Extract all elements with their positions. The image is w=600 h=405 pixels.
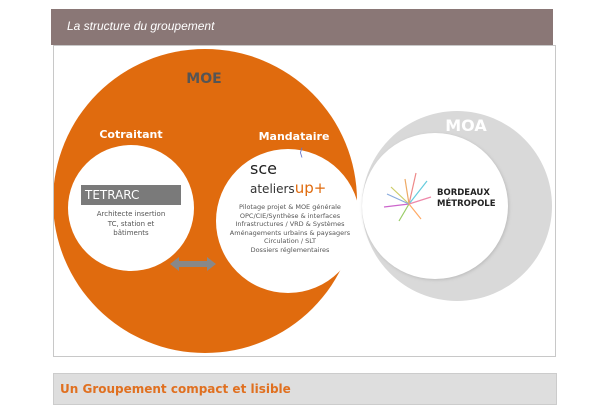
section-header: La structure du groupement [51, 9, 553, 45]
cotraitant-circle [68, 145, 194, 271]
moe-label: MOE [186, 71, 222, 87]
mandataire-label: Mandataire [258, 130, 330, 143]
role: bâtiments [113, 229, 149, 237]
client-name-line2: MÉTROPOLE [437, 199, 496, 209]
cotraitant-label: Cotraitant [99, 128, 163, 141]
client-name: BORDEAUX MÉTROPOLE [437, 188, 496, 210]
role: Architecte insertion [96, 210, 166, 218]
tetrarc-logo: TETRARC [81, 185, 181, 205]
client-circle [362, 133, 508, 279]
mandataire-roles: Pilotage projet & MOE générale OPC/CIE/S… [230, 203, 350, 254]
k-logo-icon: ⟨ [299, 146, 304, 159]
role: TC, station et [107, 219, 155, 228]
client-name-line1: BORDEAUX [437, 188, 490, 198]
sce-logo: sce [250, 159, 277, 178]
section-title: La structure du groupement [67, 19, 215, 33]
role: Pilotage projet & MOE générale [239, 203, 341, 211]
role: Aménagements urbains & paysagers [229, 228, 351, 237]
role: OPC/CIE/Synthèse & interfaces [239, 211, 341, 220]
logo-text-b: up+ [294, 179, 327, 197]
double-arrow-icon [170, 257, 216, 271]
footer-section: Un Groupement compact et lisible [53, 373, 557, 405]
role: Infrastructures / VRD & Systèmes [235, 220, 345, 228]
role: Circulation / SLT [264, 237, 316, 245]
role: Dossiers réglementaires [250, 245, 330, 254]
ateliersup-logo: ateliersup+ [250, 179, 326, 197]
logo-text-a: ateliers [250, 182, 295, 196]
bordeaux-metropole-logo-icon [383, 172, 432, 222]
cotraitant-roles: Architecte insertion TC, station et bâti… [97, 210, 166, 239]
mandataire-circle [216, 149, 360, 293]
diagram-panel: MOA BORDEAUX MÉTROPOLE MOE Cotraitant TE… [53, 45, 556, 357]
moa-label: MOA [445, 116, 487, 135]
footer-title: Un Groupement compact et lisible [60, 382, 291, 396]
